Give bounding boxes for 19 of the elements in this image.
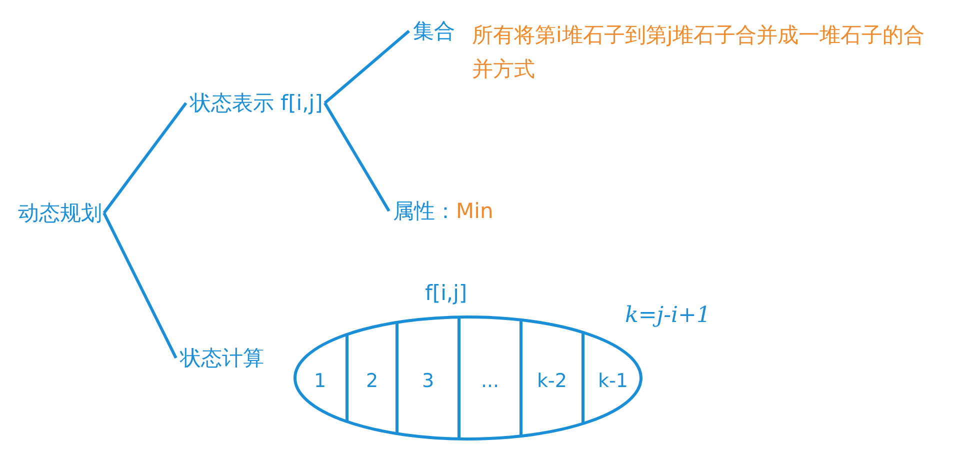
branch-label: 动态规划: [18, 200, 102, 226]
branch-line: [102, 212, 178, 359]
segment-number: 2: [366, 369, 378, 394]
formula-heading: f[i,j]: [425, 280, 468, 306]
segment-number: 3: [422, 369, 434, 394]
branch-label: 状态表示 f[i,j]: [190, 90, 323, 116]
segment-number: 1: [314, 369, 326, 394]
attribute-value: Min: [456, 198, 494, 224]
branch-heading: 集合: [413, 18, 455, 44]
description-text: 所有将第i堆石子到第j堆石子合并成一堆石子的合并方式: [472, 22, 926, 83]
branch-heading: 属性：: [393, 198, 456, 224]
segment-number: k-2: [537, 369, 567, 394]
branch-label: 状态计算: [180, 345, 264, 371]
branch-line: [102, 102, 188, 214]
segment-number: ...: [480, 369, 500, 394]
segment-number: k-1: [598, 369, 628, 394]
branch-line: [324, 30, 410, 104]
handwritten-note: k=j-i+1: [625, 303, 710, 329]
branch-line: [324, 102, 390, 212]
